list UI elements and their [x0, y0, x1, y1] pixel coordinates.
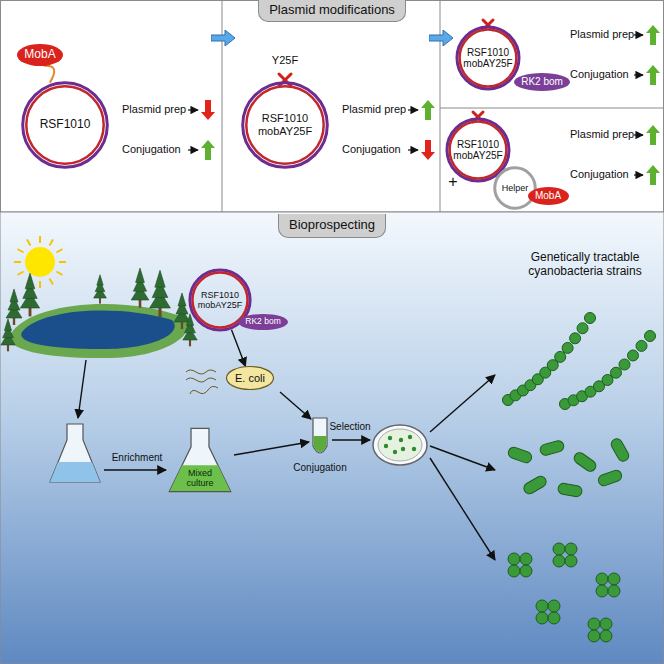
cyanobacteria [503, 313, 656, 643]
result-arrow [201, 25, 660, 185]
tether-line [44, 66, 54, 83]
annotation-label: Y25F [255, 54, 315, 67]
node-text: MobA [535, 190, 561, 202]
annotation-label: Plasmid prep [570, 28, 634, 41]
connector-arrow [231, 330, 245, 366]
node-text: E. coli [235, 372, 265, 385]
node-text: RSF1010 mobAY25F [452, 139, 504, 162]
annotation-label: Enrichment [102, 452, 172, 464]
panel-divider [440, 108, 664, 109]
origin-oval: RK2 bom [514, 73, 570, 91]
ecoli-cell: E. coli [226, 366, 274, 390]
annotation-label: Plasmid prep [570, 128, 634, 141]
node-text: Bioprospecting [289, 218, 375, 233]
section-header: Plasmid modifications [258, 0, 406, 22]
node-text: MobA [24, 48, 55, 62]
annotation-label: Conjugation [570, 168, 629, 181]
origin-oval: RK2 bom [238, 314, 288, 330]
bioprospecting-panel [0, 212, 664, 664]
node-text: RSF1010 mobAY25F [247, 112, 323, 137]
sun [14, 236, 66, 288]
panel-divider [440, 0, 441, 212]
petri-dish [373, 425, 427, 465]
node-text: RSF1010 mobAY25F [462, 47, 514, 70]
annotation-label: + [446, 172, 460, 191]
plasmid-circle: RSF1010 mobAY25F [240, 80, 330, 170]
node-text: Mixed culture [177, 469, 223, 489]
section-header: Bioprospecting [278, 214, 386, 238]
plasmid-circle: RSF1010 [20, 80, 110, 170]
annotation-label: Plasmid prep [122, 103, 186, 116]
panel-divider [222, 0, 223, 212]
lake [21, 310, 175, 349]
tube-liquid [314, 436, 327, 452]
result-pointer [188, 35, 643, 175]
protein-oval: MobA [17, 44, 63, 66]
colony-dots [384, 435, 416, 454]
annotation-label: Conjugation [342, 143, 401, 156]
node-text: Helper [495, 183, 535, 193]
annotation-label: Conjugation [570, 68, 629, 81]
flask-water [50, 462, 100, 482]
protein-oval: MobA [528, 187, 569, 205]
node-text: Plasmid modifications [269, 3, 395, 18]
petri-agar [378, 429, 422, 461]
helper-plasmid: Helper [493, 166, 537, 210]
node-text: RK2 bom [245, 317, 280, 327]
culture-flask: Mixed culture [168, 427, 232, 493]
shore [10, 304, 189, 358]
tube [313, 418, 327, 453]
panel-frame [1, 1, 664, 213]
step-arrow [429, 30, 453, 46]
annotation-label: Conjugation [285, 462, 355, 474]
plasmid-circle: RSF1010 mobAY25F [455, 25, 521, 91]
tree-group [1, 268, 197, 351]
annotation-label: Plasmid prep [342, 103, 406, 116]
annotation-label: Genetically tractable cyanobacteria stra… [510, 250, 660, 279]
node-text: RK2 bom [521, 76, 563, 88]
annotation-label: Selection [320, 421, 380, 433]
node-text: RSF1010 [27, 118, 103, 132]
flask [50, 424, 100, 482]
node-text: RSF1010 mobAY25F [195, 290, 245, 311]
step-arrow [211, 30, 235, 46]
annotation-label: Conjugation [122, 143, 181, 156]
process-arrow [78, 360, 495, 560]
flagella [186, 370, 218, 394]
